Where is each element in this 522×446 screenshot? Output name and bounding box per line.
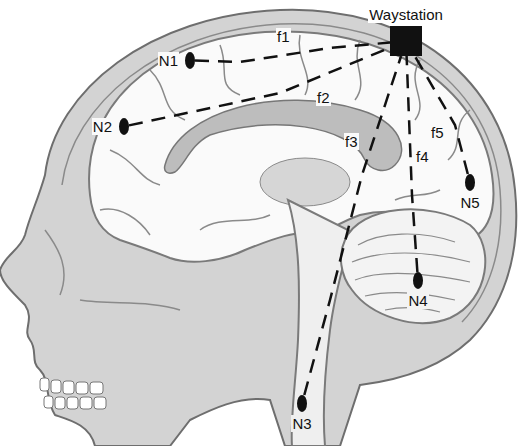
neuron-shape — [119, 118, 129, 135]
fiber-label: f3 — [344, 133, 359, 150]
node-label: N3 — [291, 415, 312, 432]
node-label: N2 — [92, 118, 113, 135]
node-label: N5 — [459, 194, 480, 211]
skull — [0, 10, 516, 446]
waystation-box: Waystation — [390, 26, 422, 56]
neuron-node: N2 — [119, 118, 129, 135]
fiber-label: f2 — [316, 89, 331, 106]
neuron-shape — [413, 272, 423, 289]
fiber-connector — [415, 56, 468, 174]
fiber-label: f5 — [430, 124, 445, 141]
waystation-shape — [390, 26, 422, 56]
fiber-label: f1 — [276, 28, 291, 45]
neuron-shape — [465, 174, 475, 191]
sulci — [100, 35, 470, 235]
neuron-node: N4 — [413, 272, 423, 289]
neuron-node: N3 — [297, 395, 307, 412]
fiber-connector — [129, 48, 390, 126]
node-label: N1 — [158, 52, 179, 69]
neuron-shape — [185, 52, 195, 69]
cerebellum — [341, 209, 485, 323]
neuron-node: N5 — [465, 174, 475, 191]
fiber-connector — [304, 56, 401, 395]
neuron-node: N1 — [185, 52, 195, 69]
brainstem — [288, 200, 352, 446]
neuron-shape — [297, 395, 307, 412]
node-label: Waystation — [368, 6, 444, 23]
teeth — [40, 378, 106, 409]
cerebellar-folia — [352, 234, 470, 312]
thalamus — [260, 158, 350, 206]
fiber-label: f4 — [415, 148, 430, 165]
node-label: N4 — [407, 292, 428, 309]
